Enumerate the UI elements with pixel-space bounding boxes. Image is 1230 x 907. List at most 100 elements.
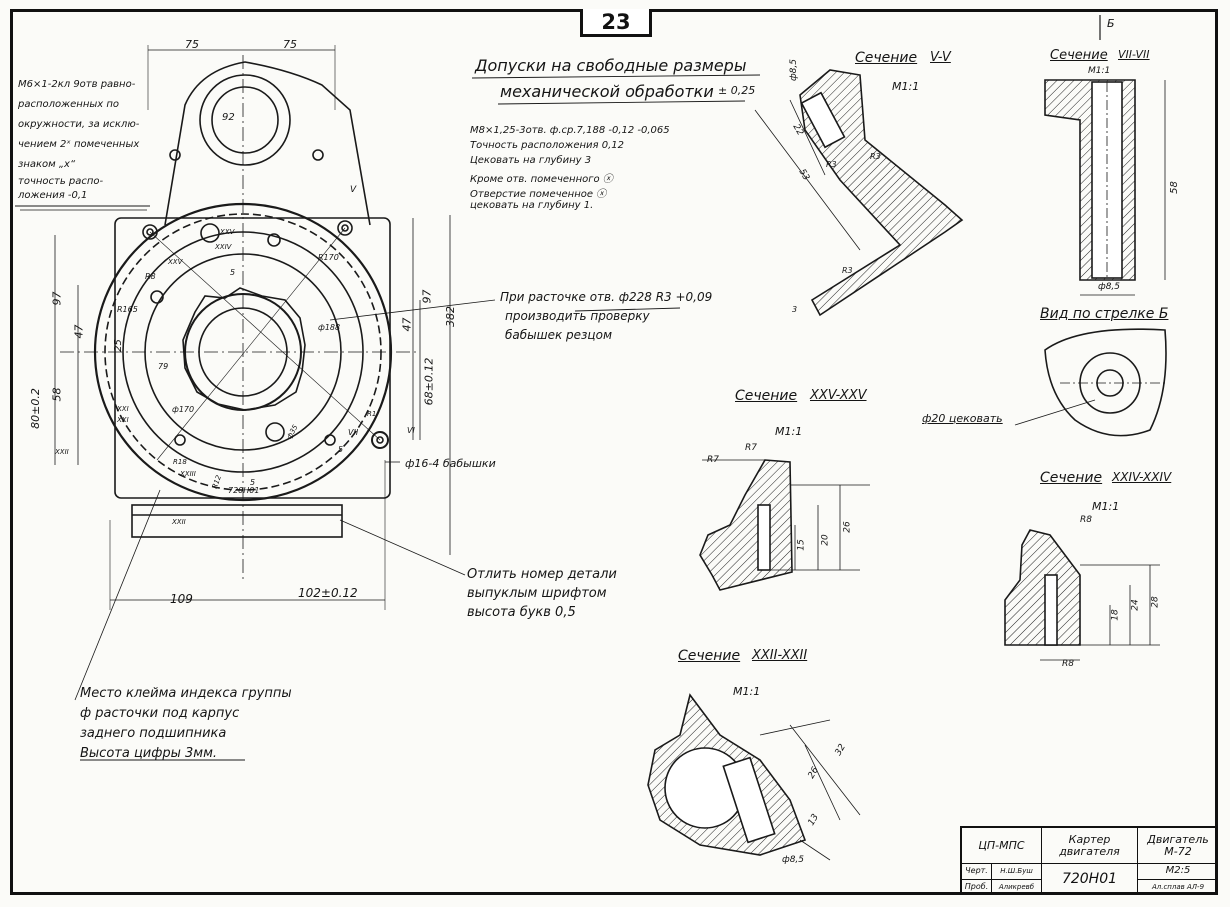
label-part-number: 720Н01 bbox=[228, 486, 260, 495]
dim-left-97: 97 bbox=[50, 291, 64, 306]
section-xxiv-dim: 24 bbox=[1130, 599, 1141, 611]
label-r170: R170 bbox=[318, 253, 339, 262]
note-line: расположенных по bbox=[18, 99, 120, 110]
note-thread-holes: М6×1-2кл 9отв равно- расположенных по ок… bbox=[18, 75, 139, 203]
stamp-line: Высота цифры 3мм. bbox=[80, 746, 218, 761]
stamp-line: Место клейма индекса группы bbox=[80, 686, 292, 701]
note-line: точность распо- bbox=[18, 176, 104, 187]
section-v-dim: ф8,5 bbox=[789, 58, 800, 82]
dim-left-25: 25 bbox=[112, 339, 124, 352]
label-xxii-bottom: XXII bbox=[172, 518, 186, 526]
tolerance-title-line2: механической обработки bbox=[500, 82, 714, 101]
label-xxi-arrow: XXI bbox=[117, 416, 129, 424]
title-block: ЦП-МПС Картер двигателя Двигатель М-72 Ч… bbox=[960, 826, 1218, 895]
title-checked-label: Проб. bbox=[962, 880, 992, 895]
label-xxi: XXI bbox=[117, 405, 129, 413]
dim-bottom-102: 102±0.12 bbox=[298, 586, 358, 600]
tolerance-line: Цековать на глубину 3 bbox=[470, 155, 592, 166]
section-vii-geometry bbox=[1044, 15, 1166, 296]
label-5c: 5 bbox=[250, 478, 256, 487]
title-product: Двигатель М-72 bbox=[1138, 828, 1218, 864]
section-xxv-dim: 26 bbox=[842, 521, 853, 533]
section-xxiv-title: Сечение bbox=[1040, 470, 1103, 486]
title-drawing-number: 720Н01 bbox=[1042, 864, 1138, 895]
label-r1: R1 bbox=[367, 410, 377, 418]
tolerance-line: цековать на глубину 1. bbox=[470, 200, 594, 211]
label-vi-arrow: VI bbox=[407, 426, 415, 435]
section-v-dim: R3 bbox=[826, 160, 837, 169]
section-v-dim: 3 bbox=[792, 305, 798, 314]
section-xxiv-dim: R8 bbox=[1080, 515, 1092, 525]
label-xxv-top: XXV bbox=[220, 228, 235, 236]
tolerance-title-line1: Допуски на свободные размеры bbox=[475, 56, 747, 75]
section-xxiv-mark: XXIV-XXIV bbox=[1112, 470, 1172, 484]
section-vii-dim: 58 bbox=[1168, 181, 1180, 194]
section-v-dim: R3 bbox=[842, 266, 853, 275]
title-material: Ал.сплав АЛ-9 bbox=[1151, 882, 1205, 891]
page-number: 23 bbox=[580, 9, 652, 37]
label-xxii-arrow: XXII bbox=[55, 448, 69, 456]
view-b-geometry bbox=[1014, 328, 1167, 437]
tolerance-line: Отверстие помеченное ⓧ bbox=[470, 189, 607, 200]
main-view-geometry bbox=[20, 45, 496, 701]
section-xxiv-geometry bbox=[1004, 529, 1160, 661]
label-vii-arrow: VII bbox=[348, 428, 359, 437]
tolerance-line: Кроме отв. помеченного ⓧ bbox=[470, 174, 613, 185]
section-v-title: Сечение bbox=[855, 50, 918, 66]
label-f170: ф170 bbox=[172, 405, 195, 414]
section-vii-title: Сечение bbox=[1050, 48, 1108, 63]
note-line: окружности, за исклю- bbox=[18, 119, 140, 130]
title-drawn-name: Н.Ш.Буш bbox=[992, 864, 1042, 880]
section-xxiv-dim: 18 bbox=[1110, 609, 1121, 621]
boring-line: производить проверку bbox=[505, 309, 650, 323]
section-xxv-title: Сечение bbox=[735, 388, 798, 404]
tolerance-line: Точность расположения 0,12 bbox=[470, 140, 624, 151]
title-sheet-code: М2:5 bbox=[1138, 864, 1218, 880]
section-xxii-title: Сечение bbox=[678, 648, 741, 664]
dim-92: 92 bbox=[222, 112, 235, 123]
section-v-geometry bbox=[754, 69, 964, 317]
section-xxiv-dim: R8 bbox=[1062, 659, 1074, 669]
section-xxii-dim: ф8,5 bbox=[782, 855, 805, 865]
section-xxv-dim: R7 bbox=[745, 443, 757, 453]
section-xxv-dim: R7 bbox=[707, 455, 719, 465]
note-bosses: ф16-4 бабышки bbox=[405, 457, 496, 470]
tolerance-title-value: ± 0,25 bbox=[718, 84, 756, 97]
dim-top-right: 75 bbox=[283, 38, 297, 51]
label-r165: R165 bbox=[117, 305, 138, 314]
view-b-title: Вид по стрелке Б bbox=[1040, 306, 1169, 322]
label-xxiii: XXIII bbox=[180, 470, 196, 478]
view-arrow-label: Б bbox=[1107, 17, 1115, 30]
section-xxii-geometry bbox=[647, 693, 861, 861]
section-vii-dim: ф8,5 bbox=[1098, 282, 1121, 292]
label-r18: R18 bbox=[173, 458, 187, 466]
dim-right-382: 382 bbox=[444, 306, 457, 327]
note-line: М6×1-2кл 9отв равно- bbox=[18, 79, 136, 90]
note-line: знаком „x“ bbox=[18, 159, 76, 170]
title-drawn-label: Черт. bbox=[962, 864, 992, 880]
note-line: ложения -0,1 bbox=[18, 190, 88, 201]
label-xxiv: XXIV bbox=[215, 243, 232, 251]
dim-left-47: 47 bbox=[72, 324, 86, 339]
dim-bottom-109: 109 bbox=[170, 592, 193, 606]
section-xxii-mark: XXII-XXII bbox=[752, 648, 808, 663]
casting-line: высота букв 0,5 bbox=[467, 605, 576, 620]
boring-line: При расточке отв. ф228 R3 +0,09 bbox=[500, 290, 713, 304]
label-5b: 5 bbox=[338, 445, 344, 454]
section-xxv-scale: М1:1 bbox=[775, 425, 803, 438]
section-xxiv-dim: 28 bbox=[1150, 596, 1161, 608]
title-part-name: Картер двигателя bbox=[1042, 828, 1138, 864]
section-xxv-dim: 15 bbox=[796, 539, 807, 551]
dim-right-68: 68±0.12 bbox=[422, 357, 436, 406]
view-b-note: ф20 цековать bbox=[922, 412, 1003, 425]
title-org: ЦП-МПС bbox=[962, 828, 1042, 864]
dim-right-97: 97 bbox=[420, 289, 434, 304]
label-f188: ф188 bbox=[318, 323, 341, 332]
dim-right-47: 47 bbox=[400, 317, 414, 332]
boring-line: бабышек резцом bbox=[505, 328, 612, 342]
section-v-scale: М1:1 bbox=[892, 80, 920, 93]
casting-line: выпуклым шрифтом bbox=[467, 586, 607, 601]
note-underlines bbox=[15, 74, 761, 761]
